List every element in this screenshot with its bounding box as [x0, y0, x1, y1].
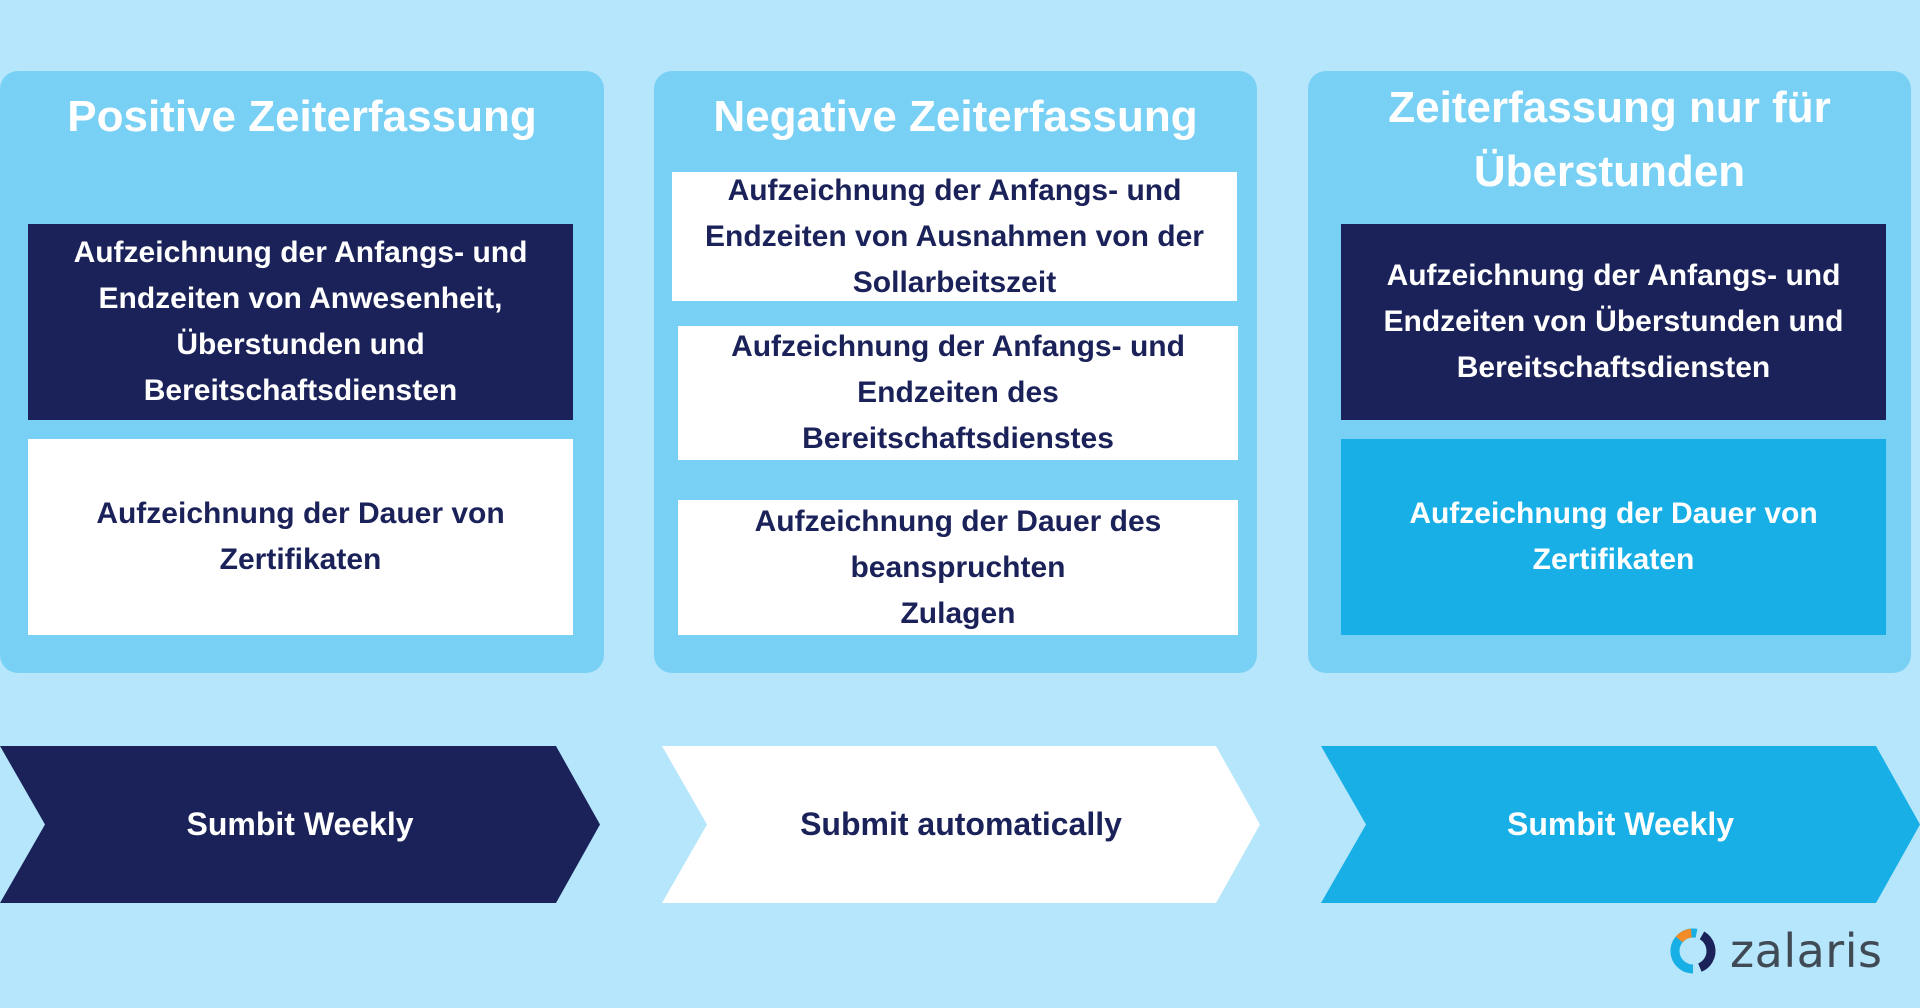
box-line: Aufzeichnung der Anfangs- und: [1386, 259, 1841, 292]
zalaris-logo-icon: [1670, 928, 1716, 974]
record-box: Aufzeichnung der Dauer von Zertifikaten: [1341, 439, 1886, 635]
submit-weekly-arrow[interactable]: Sumbit Weekly: [1321, 746, 1920, 903]
box-line: Zulagen: [900, 596, 1016, 630]
record-box: Aufzeichnung der Anfangs- und Endzeiten …: [28, 224, 573, 420]
box-line: Aufzeichnung der Dauer von: [1409, 497, 1818, 530]
box-line: Aufzeichnung der Dauer von: [96, 497, 505, 530]
box-line: Endzeiten des: [857, 376, 1059, 409]
column-negative: Negative Zeiterfassung Aufzeichnung der …: [654, 71, 1257, 673]
column-title: Positive Zeiterfassung: [67, 92, 537, 141]
box-line: Aufzeichnung der Anfangs- und: [73, 236, 528, 269]
column-positive: Positive Zeiterfassung Aufzeichnung der …: [0, 71, 604, 673]
box-line: Bereitschaftsdienstes: [802, 422, 1114, 455]
box-line: Aufzeichnung der Anfangs- und: [727, 173, 1182, 207]
title-line: Zeiterfassung nur für: [1388, 83, 1831, 132]
box-line: Zertifikaten: [1532, 543, 1695, 576]
arrow-label: Sumbit Weekly: [186, 806, 414, 842]
box-line: Aufzeichnung der Dauer des: [754, 504, 1162, 538]
column-overtime-only: Zeiterfassung nur für Überstunden Aufzei…: [1308, 71, 1911, 673]
box-line: Endzeiten von Ausnahmen von der: [705, 219, 1204, 253]
box-line: Zertifikaten: [219, 543, 382, 576]
record-box: Aufzeichnung der Dauer des beanspruchten…: [678, 500, 1238, 635]
record-box: Aufzeichnung der Dauer von Zertifikaten: [28, 439, 573, 635]
box-line: Sollarbeitszeit: [852, 265, 1057, 299]
box-line: Endzeiten von Anwesenheit,: [98, 282, 503, 315]
record-box: Aufzeichnung der Anfangs- und Endzeiten …: [672, 172, 1237, 301]
zalaris-logo: zalaris: [1668, 923, 1882, 979]
box-line: Überstunden und: [176, 328, 425, 361]
logo-text: zalaris: [1730, 924, 1883, 978]
arrow-label: Submit automatically: [800, 806, 1122, 842]
submit-automatically-arrow[interactable]: Submit automatically: [662, 746, 1260, 903]
box-line: Endzeiten von Überstunden und: [1383, 305, 1844, 338]
box-line: Aufzeichnung der Anfangs- und: [731, 330, 1185, 363]
arrow-label: Sumbit Weekly: [1506, 806, 1735, 842]
record-box: Aufzeichnung der Anfangs- und Endzeiten …: [678, 326, 1238, 460]
box-line: Bereitschaftsdiensten: [1456, 351, 1771, 384]
submit-weekly-arrow[interactable]: Sumbit Weekly: [0, 746, 600, 903]
column-title: Zeiterfassung nur für Überstunden: [1308, 76, 1911, 204]
box-line: Bereitschaftsdiensten: [143, 374, 458, 407]
box-line: beanspruchten: [850, 550, 1066, 584]
title-line: Überstunden: [1473, 147, 1746, 196]
column-title: Negative Zeiterfassung: [713, 92, 1198, 141]
record-box: Aufzeichnung der Anfangs- und Endzeiten …: [1341, 224, 1886, 420]
